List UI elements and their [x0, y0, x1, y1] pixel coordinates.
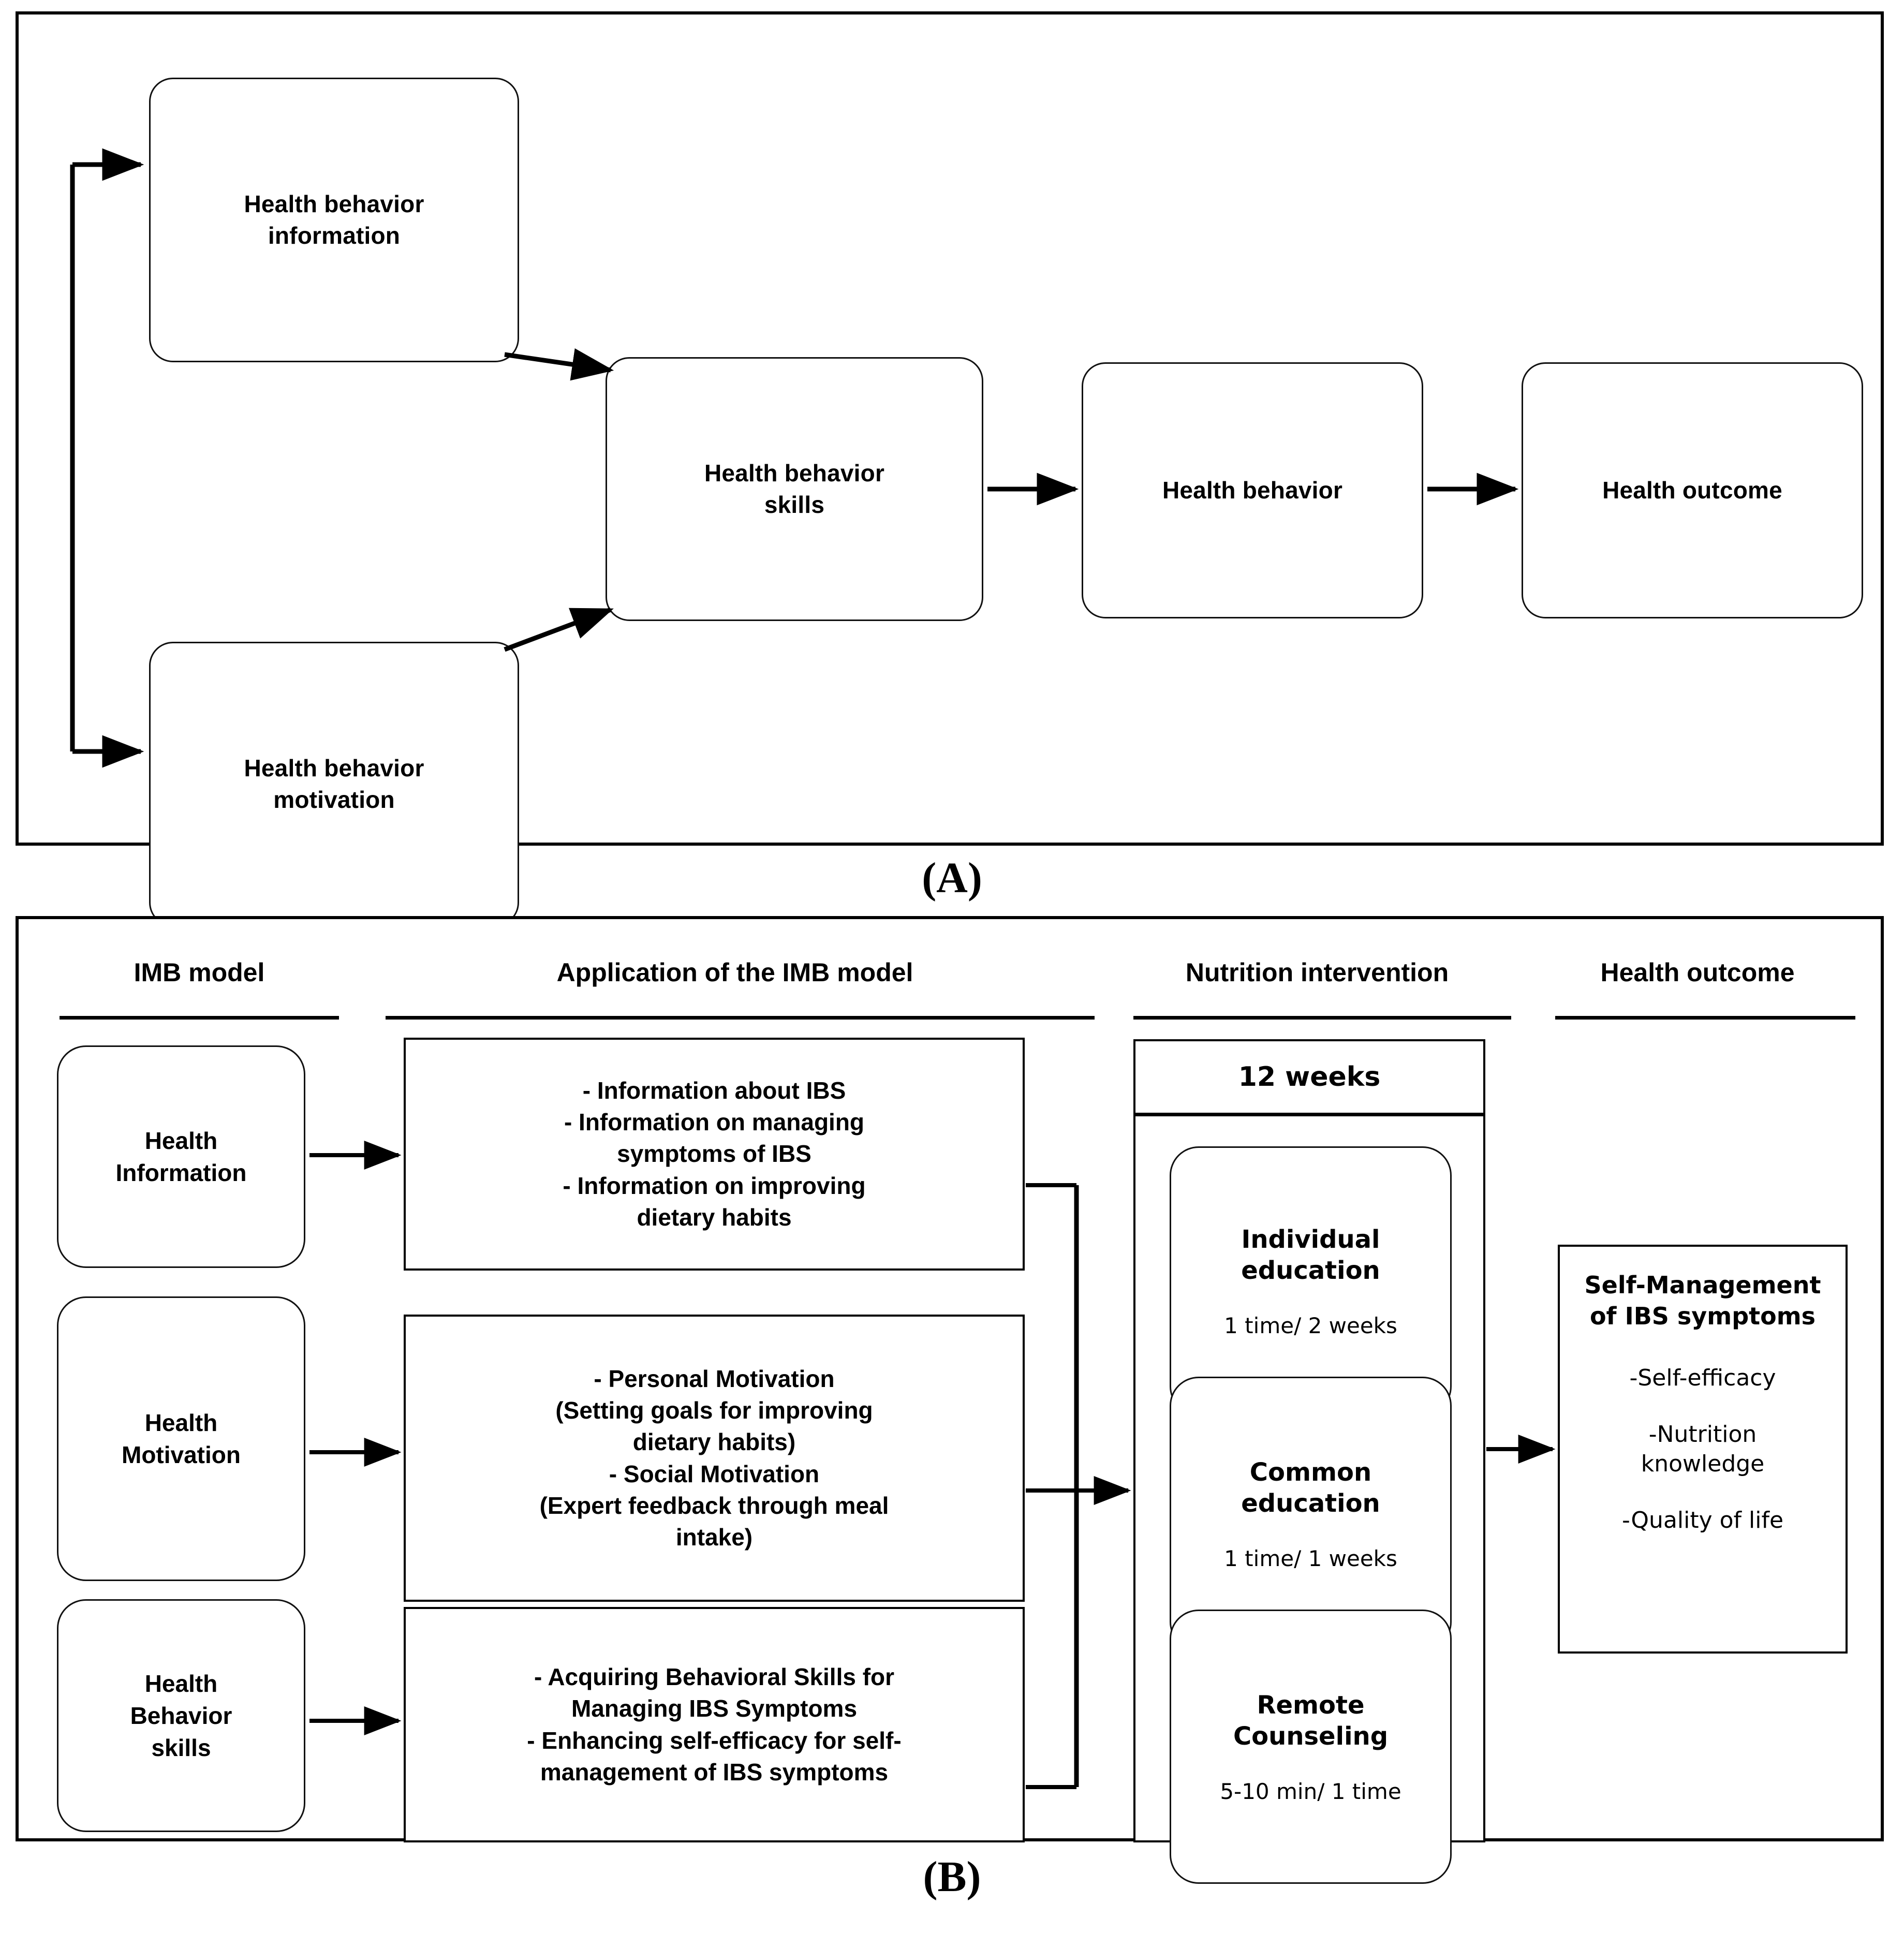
- health-outcome-item-quality-of-life: -Quality of life: [1621, 1507, 1784, 1534]
- column-rule-application: [386, 1016, 1095, 1020]
- node-health-behavior-information[interactable]: Health behavior information: [149, 78, 519, 362]
- nutrition-program-common-education[interactable]: Common education 1 time/ 1 weeks: [1170, 1377, 1452, 1651]
- nutrition-program-frequency: 1 time/ 1 weeks: [1224, 1545, 1397, 1571]
- application-box-information[interactable]: - Information about IBS - Information on…: [404, 1038, 1025, 1271]
- node-label: Health Information: [115, 1127, 247, 1186]
- nutrition-program-individual-education[interactable]: Individual education 1 time/ 2 weeks: [1170, 1146, 1452, 1415]
- nutrition-duration-cell: 12 weeks: [1133, 1039, 1485, 1114]
- nutrition-program-name: Common education: [1241, 1457, 1380, 1518]
- node-label: Health Behavior skills: [130, 1670, 232, 1762]
- column-header-nutrition-intervention: Nutrition intervention: [1185, 958, 1449, 987]
- nutrition-duration-label: 12 weeks: [1238, 1061, 1381, 1093]
- column-rule-nutrition-intervention: [1133, 1016, 1511, 1020]
- application-box-skills[interactable]: - Acquiring Behavioral Skills for Managi…: [404, 1607, 1025, 1842]
- application-box-text: - Acquiring Behavioral Skills for Managi…: [527, 1663, 902, 1786]
- health-outcome-title: Self-Management of IBS symptoms: [1584, 1271, 1821, 1330]
- health-outcome-box[interactable]: Self-Management of IBS symptoms -Self-ef…: [1558, 1245, 1848, 1654]
- column-header-application: Application of the IMB model: [556, 958, 913, 987]
- nutrition-program-name: Individual education: [1241, 1224, 1380, 1285]
- node-health-behavior-skills-b[interactable]: Health Behavior skills: [57, 1599, 305, 1832]
- node-health-information[interactable]: Health Information: [57, 1045, 305, 1268]
- nutrition-program-name: Remote Counseling: [1233, 1690, 1389, 1751]
- health-outcome-item-nutrition-knowledge: -Nutrition knowledge: [1641, 1421, 1765, 1477]
- node-health-behavior[interactable]: Health behavior: [1082, 362, 1423, 618]
- nutrition-program-frequency: 5-10 min/ 1 time: [1220, 1778, 1401, 1804]
- panel-b-caption: (B): [923, 1853, 981, 1901]
- node-health-behavior-skills[interactable]: Health behavior skills: [606, 357, 983, 621]
- node-health-behavior-motivation[interactable]: Health behavior motivation: [149, 642, 519, 926]
- node-label: Health behavior skills: [704, 460, 885, 518]
- nutrition-program-remote-counseling[interactable]: Remote Counseling 5-10 min/ 1 time: [1170, 1610, 1452, 1884]
- application-box-text: - Information about IBS - Information on…: [563, 1077, 866, 1231]
- nutrition-duration-divider: [1135, 1113, 1483, 1116]
- node-health-motivation[interactable]: Health Motivation: [57, 1296, 305, 1581]
- health-outcome-item-self-efficacy: -Self-efficacy: [1629, 1364, 1776, 1391]
- column-header-health-outcome: Health outcome: [1600, 958, 1795, 987]
- column-header-imb-model: IMB model: [134, 958, 265, 987]
- node-label: Health behavior motivation: [244, 755, 424, 813]
- node-label: Health behavior: [1162, 477, 1343, 504]
- application-box-text: - Personal Motivation (Setting goals for…: [539, 1365, 889, 1551]
- nutrition-program-frequency: 1 time/ 2 weeks: [1224, 1312, 1397, 1338]
- column-rule-imb-model: [60, 1016, 339, 1020]
- panel-a-caption: (A): [922, 854, 982, 902]
- application-box-motivation[interactable]: - Personal Motivation (Setting goals for…: [404, 1315, 1025, 1602]
- column-rule-health-outcome: [1555, 1016, 1855, 1020]
- node-label: Health behavior information: [244, 190, 424, 249]
- node-health-outcome[interactable]: Health outcome: [1522, 362, 1863, 618]
- node-label: Health Motivation: [122, 1409, 241, 1468]
- node-label: Health outcome: [1602, 477, 1782, 504]
